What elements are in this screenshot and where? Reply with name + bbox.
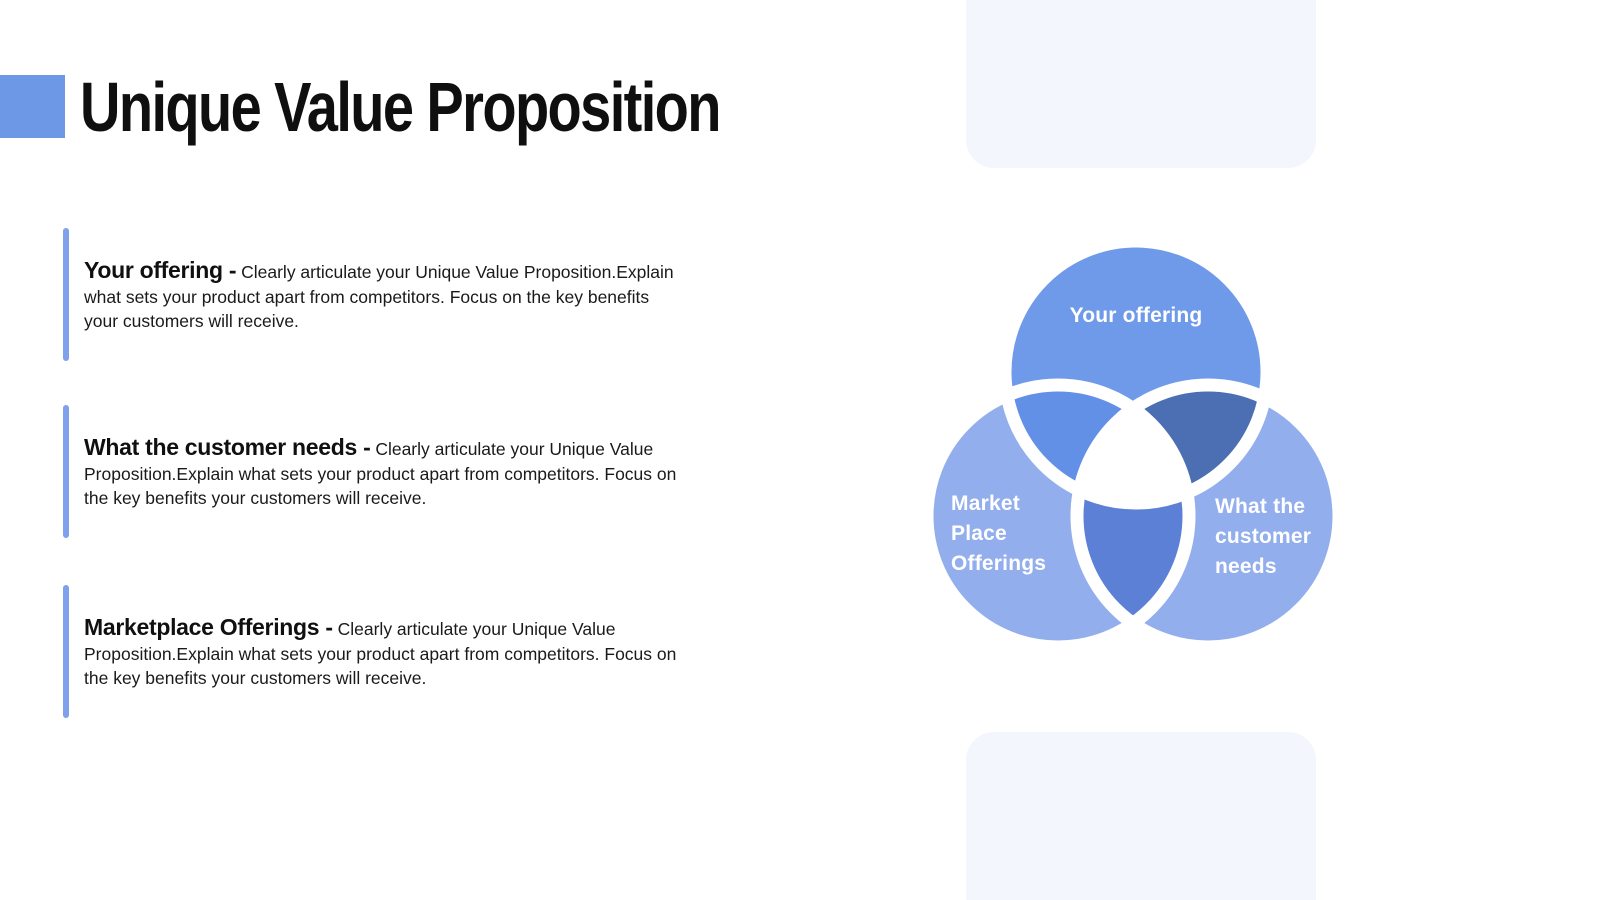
- block-heading: Your offering -: [84, 257, 237, 283]
- block-paragraph: Marketplace Offerings - Clearly articula…: [84, 585, 684, 691]
- venn-label-line: Place: [951, 522, 1007, 545]
- venn-overlap-top-left: [1005, 385, 1189, 503]
- text-block-customer-needs: What the customer needs - Clearly articu…: [63, 405, 684, 538]
- venn-label-marketplace-offerings: Market Place Offerings: [951, 492, 1046, 575]
- decorative-rounded-rect-top: [966, 0, 1316, 168]
- venn-label-your-offering: Your offering: [1070, 304, 1203, 327]
- venn-label-line: customer: [1215, 525, 1311, 548]
- decorative-rounded-rect-bottom: [966, 732, 1316, 900]
- title-accent-square: [0, 75, 65, 138]
- block-body: Clearly articulate your Unique Value Pro…: [84, 439, 677, 508]
- block-paragraph: What the customer needs - Clearly articu…: [84, 405, 684, 511]
- text-block-your-offering: Your offering - Clearly articulate your …: [63, 228, 684, 361]
- block-body: Clearly articulate your Unique Value Pro…: [84, 262, 674, 331]
- block-heading: What the customer needs -: [84, 434, 371, 460]
- block-heading: Marketplace Offerings -: [84, 614, 333, 640]
- venn-overlap-top-right: [1077, 385, 1267, 503]
- venn-label-line: What the: [1215, 495, 1305, 518]
- venn-label-line: Market: [951, 492, 1020, 515]
- venn-label-line: needs: [1215, 555, 1277, 578]
- block-paragraph: Your offering - Clearly articulate your …: [84, 228, 684, 334]
- text-block-marketplace-offerings: Marketplace Offerings - Clearly articula…: [63, 585, 684, 718]
- slide-title: Unique Value Proposition: [80, 68, 721, 146]
- block-body: Clearly articulate your Unique Value Pro…: [84, 619, 677, 688]
- venn-circle-outlines: [920, 234, 1346, 654]
- venn-label-line: Offerings: [951, 552, 1046, 575]
- venn-diagram: Your offering Market Place Offerings Wha…: [920, 234, 1346, 654]
- venn-label-customer-needs: What the customer needs: [1215, 495, 1317, 578]
